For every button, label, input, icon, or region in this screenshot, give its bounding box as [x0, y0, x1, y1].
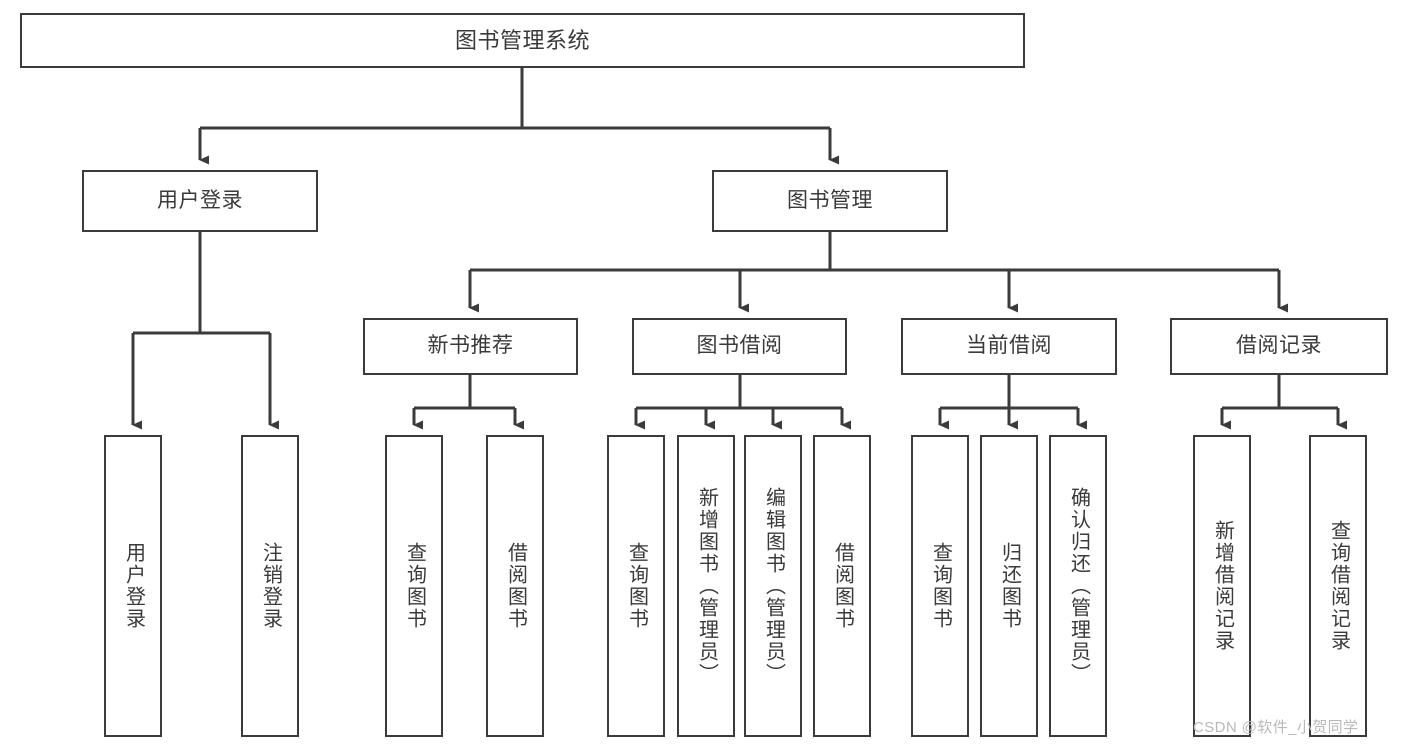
node-label: 当前借阅 [966, 334, 1052, 358]
node-label: 确认归还（管理员） [1067, 487, 1090, 685]
leaf-logout[interactable]: 注销登录 [241, 435, 299, 737]
leaf-query-borrow-record[interactable]: 查询借阅记录 [1309, 435, 1367, 737]
node-label: 图书管理 [787, 188, 873, 212]
leaf-add-book[interactable]: 新增图书（管理员） [677, 435, 735, 737]
node-label: 新增借阅记录 [1211, 520, 1234, 652]
leaf-borrow-book-recommend[interactable]: 借阅图书 [486, 435, 544, 737]
leaf-return-book[interactable]: 归还图书 [980, 435, 1038, 737]
node-book-borrow[interactable]: 图书借阅 [632, 318, 847, 375]
node-label: 新书推荐 [427, 334, 514, 358]
node-new-book-recommend[interactable]: 新书推荐 [363, 318, 578, 375]
leaf-borrow-book[interactable]: 借阅图书 [813, 435, 871, 737]
node-label: 新增图书（管理员） [695, 487, 718, 685]
leaf-confirm-return[interactable]: 确认归还（管理员） [1049, 435, 1107, 737]
node-book-management[interactable]: 图书管理 [712, 170, 948, 232]
node-label: 图书借阅 [696, 334, 783, 358]
node-label: 编辑图书（管理员） [762, 487, 785, 685]
node-borrow-record[interactable]: 借阅记录 [1170, 318, 1388, 375]
csdn-watermark: CSDN @软件_小贺同学 [1193, 719, 1359, 736]
node-user-login[interactable]: 用户登录 [82, 170, 318, 232]
node-label: 借阅图书 [831, 542, 854, 630]
leaf-query-book-recommend[interactable]: 查询图书 [385, 435, 443, 737]
leaf-query-book-current[interactable]: 查询图书 [911, 435, 969, 737]
node-label: 查询图书 [403, 542, 426, 630]
leaf-user-login[interactable]: 用户登录 [104, 435, 162, 737]
node-label: 注销登录 [259, 542, 282, 630]
node-label: 借阅记录 [1236, 334, 1322, 358]
node-label: 用户登录 [122, 542, 145, 630]
node-current-borrow[interactable]: 当前借阅 [901, 318, 1117, 375]
leaf-query-book-borrow[interactable]: 查询图书 [607, 435, 665, 737]
leaf-edit-book[interactable]: 编辑图书（管理员） [744, 435, 802, 737]
node-label: 查询借阅记录 [1327, 520, 1350, 652]
node-label: 用户登录 [157, 188, 243, 212]
node-label: 查询图书 [625, 542, 648, 630]
node-label: 归还图书 [998, 542, 1021, 630]
node-label: 图书管理系统 [454, 27, 590, 53]
node-label: 查询图书 [929, 542, 952, 630]
leaf-add-borrow-record[interactable]: 新增借阅记录 [1193, 435, 1251, 737]
node-book-management-system[interactable]: 图书管理系统 [20, 13, 1025, 68]
node-label: 借阅图书 [504, 542, 527, 630]
